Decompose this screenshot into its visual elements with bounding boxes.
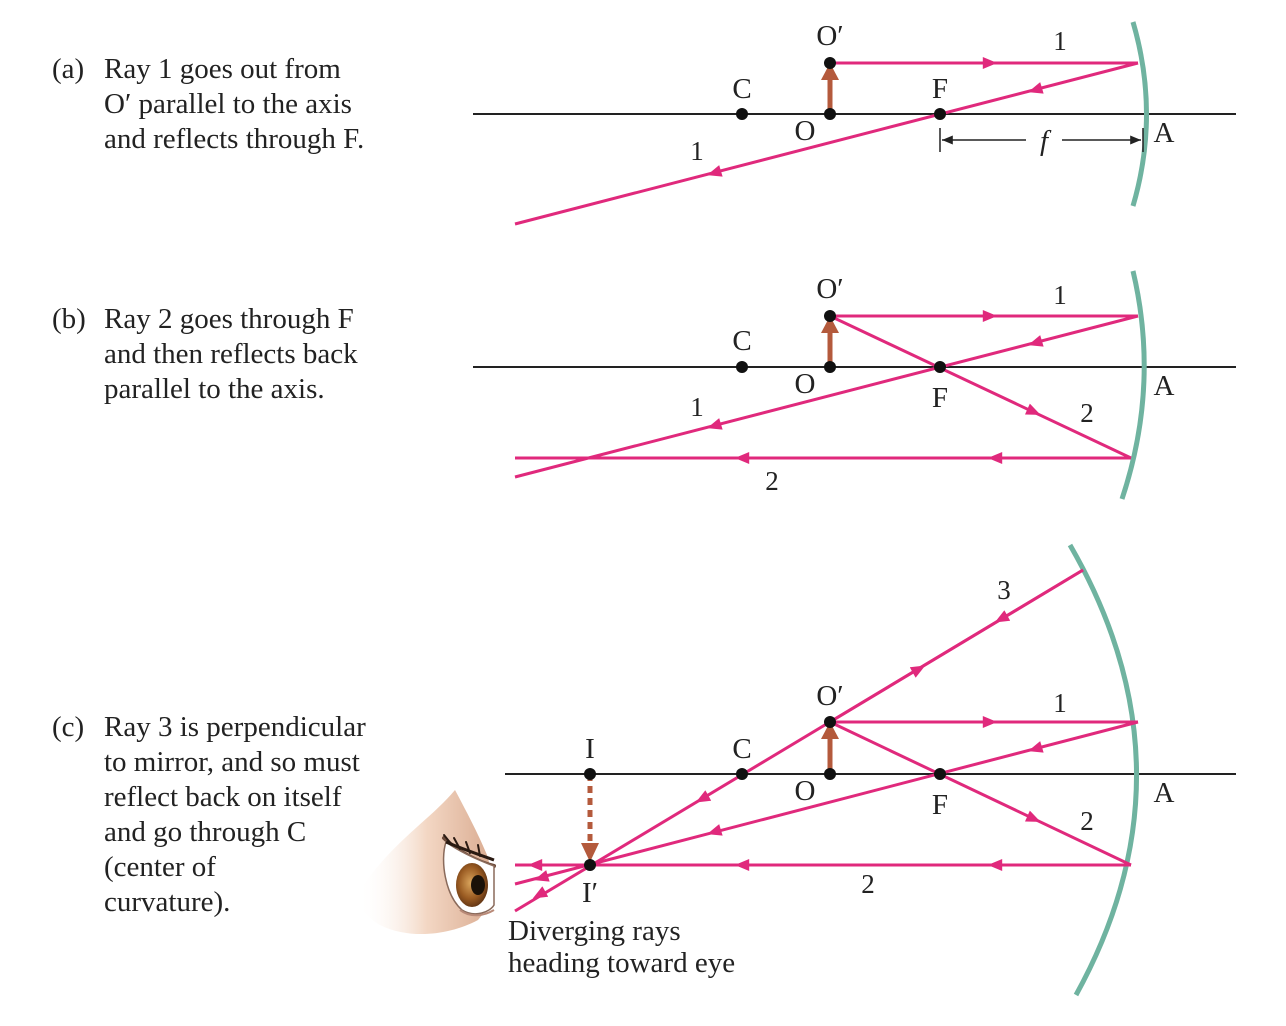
- ray-label-2-bottom-c: 2: [861, 869, 875, 899]
- ray-label-1-top-b: 1: [1053, 280, 1067, 310]
- ray-2-incident-b: [829, 314, 1132, 460]
- label-focal-length: f: [1040, 125, 1052, 157]
- point-c-c: [736, 768, 748, 780]
- panel-b: C O O′ F A 1 1 2 2: [473, 270, 1236, 500]
- focal-length-dimension: f: [939, 125, 1144, 157]
- label-o-prime-b: O′: [816, 273, 843, 305]
- ray-label-1-top-a: 1: [1053, 26, 1067, 56]
- ray-1-reflected-c: [514, 720, 1139, 886]
- label-c-c: C: [732, 733, 751, 765]
- point-f-a: [934, 108, 946, 120]
- point-f-b: [934, 361, 946, 373]
- label-f-a: F: [932, 73, 948, 105]
- point-o-c: [824, 768, 836, 780]
- label-f-c: F: [932, 789, 948, 821]
- point-o-a: [824, 108, 836, 120]
- ray-label-2-bottom-b: 2: [765, 466, 779, 496]
- point-o-prime-a: [824, 57, 836, 69]
- label-a-b: A: [1154, 370, 1175, 402]
- ray-label-1-top-c: 1: [1053, 688, 1067, 718]
- label-o-prime-a: O′: [816, 20, 843, 52]
- label-o-b: O: [795, 368, 816, 400]
- object-arrowhead: [821, 63, 839, 80]
- label-c-a: C: [732, 73, 751, 105]
- point-o-prime-c: [824, 716, 836, 728]
- panel-c: I I′ C O O′ F A 1 2 2 3: [358, 543, 1236, 997]
- point-i-prime: [584, 859, 596, 871]
- label-c-b: C: [732, 325, 751, 357]
- label-o-c: O: [795, 775, 816, 807]
- ray-3-reflected-c: [514, 568, 1084, 913]
- label-a-c: A: [1154, 777, 1175, 809]
- panel-a: C O O′ F A 1 1 f: [473, 20, 1236, 226]
- label-i-prime: I′: [582, 877, 598, 909]
- concave-mirror-a: [1130, 21, 1149, 207]
- caption-c-text: Ray 3 is perpendicular to mirror, and so…: [104, 711, 366, 918]
- ray-1-reflected-b: [514, 314, 1139, 479]
- ray-label-2-right-c: 2: [1080, 806, 1094, 836]
- caption-c-tag: (c): [52, 711, 85, 743]
- concave-mirror-b: [1119, 270, 1147, 500]
- label-i: I: [585, 733, 595, 765]
- label-a-a: A: [1154, 117, 1175, 149]
- concave-mirror-c: [1067, 543, 1140, 997]
- caption-a-text: Ray 1 goes out from O′ parallel to the a…: [104, 53, 365, 155]
- image-arrowhead: [581, 843, 599, 862]
- ray-2-incident-c: [829, 720, 1132, 867]
- label-o-prime-c: O′: [816, 680, 843, 712]
- label-f-b: F: [932, 382, 948, 414]
- eye-note: Diverging rays heading toward eye: [508, 915, 736, 979]
- point-o-prime-b: [824, 310, 836, 322]
- eye-icon: [358, 790, 496, 935]
- ray-label-2-right-b: 2: [1080, 398, 1094, 428]
- point-c-a: [736, 108, 748, 120]
- point-c-b: [736, 361, 748, 373]
- point-o-b: [824, 361, 836, 373]
- caption-a-tag: (a): [52, 53, 85, 85]
- ray-label-1-bottom-b: 1: [690, 392, 704, 422]
- object-arrowhead: [821, 316, 839, 333]
- label-o-a: O: [795, 115, 816, 147]
- point-f-c: [934, 768, 946, 780]
- point-i: [584, 768, 596, 780]
- object-arrowhead: [821, 722, 839, 739]
- ray-label-3-c: 3: [997, 575, 1011, 605]
- ray-label-1-bottom-a: 1: [690, 136, 704, 166]
- caption-b-text: Ray 2 goes through F and then reflects b…: [104, 303, 358, 405]
- caption-b-tag: (b): [52, 303, 86, 335]
